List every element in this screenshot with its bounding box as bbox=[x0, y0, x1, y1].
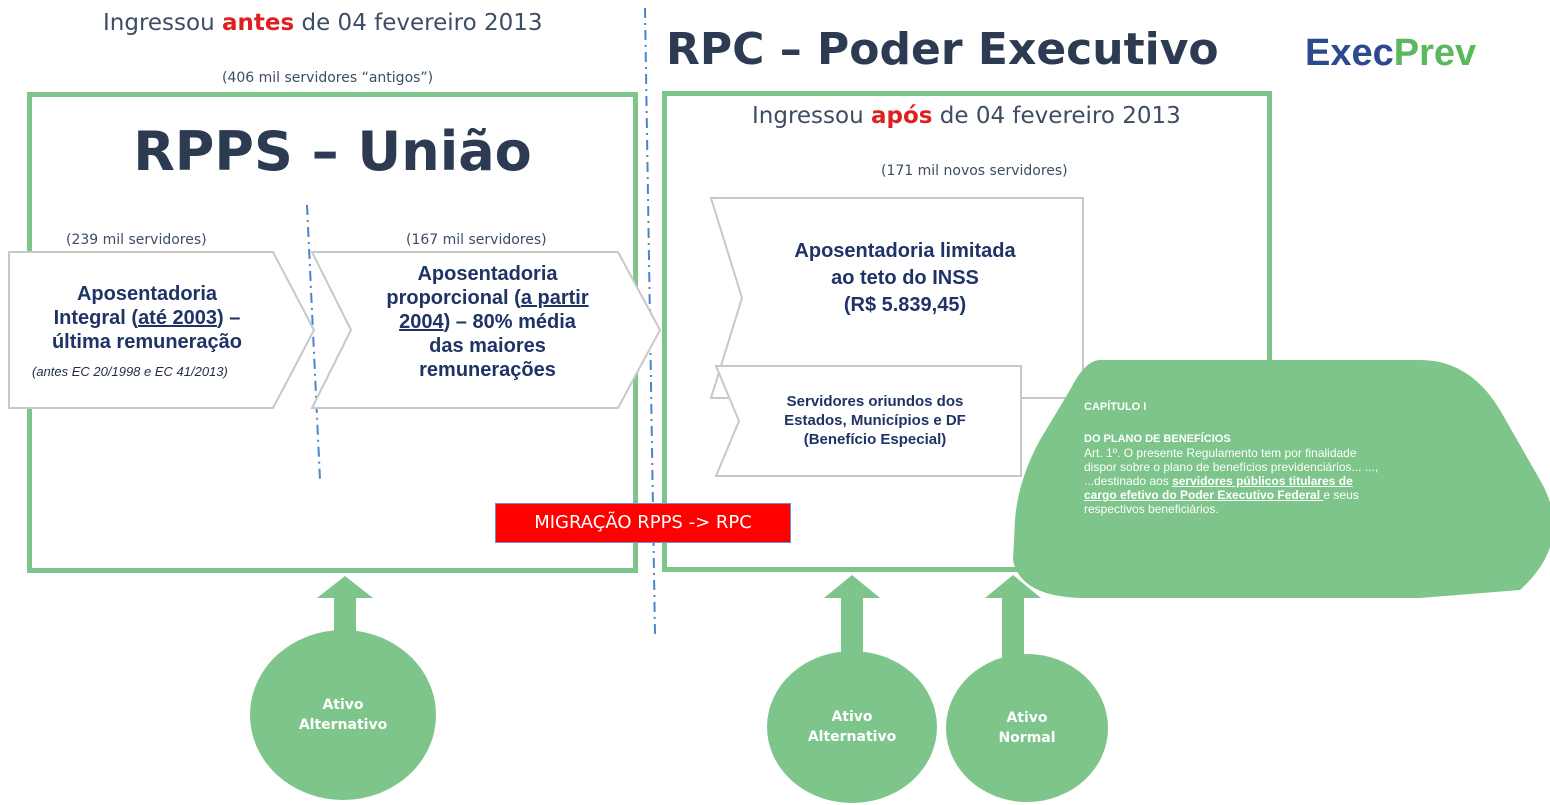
right-header-emphasis: após bbox=[871, 103, 933, 129]
rpc-box bbox=[662, 91, 1272, 572]
left-count: (406 mil servidores “antigos”) bbox=[222, 70, 434, 86]
right-header: Ingressou após de 04 fevereiro 2013 bbox=[752, 103, 1181, 129]
integral-count: (239 mil servidores) bbox=[66, 232, 207, 248]
integral-note: (antes EC 20/1998 e EC 41/2013) bbox=[32, 364, 228, 379]
right-count: (171 mil novos servidores) bbox=[881, 163, 1068, 179]
proporcional-chevron bbox=[310, 251, 662, 409]
proporcional-label: Aposentadoria proporcional (a partir 200… bbox=[386, 263, 589, 381]
page-title: RPC – Poder Executivo bbox=[666, 24, 1219, 75]
oriundos-label: Servidores oriundos dos Estados, Municíp… bbox=[784, 393, 966, 448]
oriundos-chevron bbox=[714, 365, 1022, 477]
up-arrow-right bbox=[985, 575, 1041, 665]
integral-label: Aposentadoria Integral (até 2003) – últi… bbox=[51, 283, 243, 353]
capitulo-text: CAPÍTULO I DO PLANO DE BENEFÍCIOS Art. 1… bbox=[1084, 401, 1379, 516]
up-arrow-left bbox=[317, 576, 373, 660]
left-header-emphasis: antes bbox=[222, 10, 295, 36]
up-arrow-mid bbox=[824, 575, 880, 665]
migracao-banner: MIGRAÇÃO RPPS -> RPC bbox=[495, 503, 791, 543]
execprev-logo: ExecPrev bbox=[1305, 32, 1477, 74]
proporcional-count: (167 mil servidores) bbox=[406, 232, 547, 248]
limitada-label: Aposentadoria limitada ao teto do INSS (… bbox=[794, 240, 1016, 316]
left-header: Ingressou antes de 04 fevereiro 2013 bbox=[103, 10, 543, 36]
rpps-title: RPPS – União bbox=[133, 120, 532, 183]
integral-chevron bbox=[8, 251, 316, 409]
